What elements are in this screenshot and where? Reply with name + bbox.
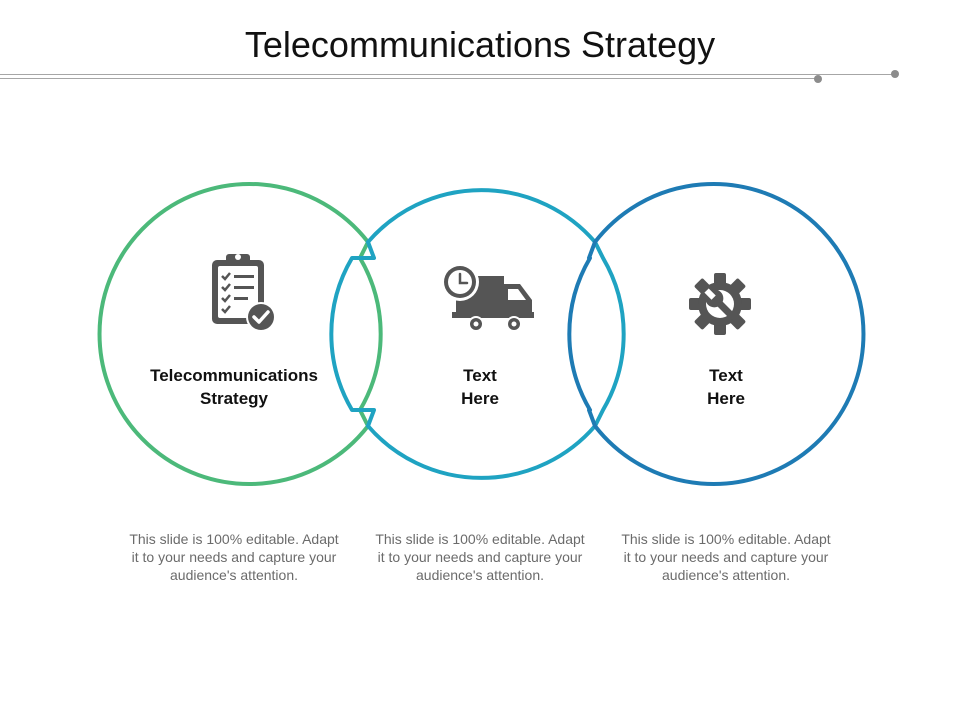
circle-2-ring <box>366 188 597 244</box>
circle-2-right-notch <box>593 241 626 427</box>
item-2-desc-line1: This slide is 100% editable. Adapt <box>375 531 585 547</box>
item-2-desc-line2: it to your needs and capture your <box>377 549 583 565</box>
item-3-description: This slide is 100% editable. Adapt it to… <box>611 530 841 584</box>
item-3-label: Text Here <box>616 364 836 410</box>
item-1-desc-line1: This slide is 100% editable. Adapt <box>129 531 339 547</box>
item-1-label: Telecommunications Strategy <box>124 364 344 410</box>
circle-2-ring-bottom <box>366 424 597 480</box>
item-2-description: This slide is 100% editable. Adapt it to… <box>365 530 595 584</box>
circle-3-left-arc <box>567 241 597 427</box>
item-1-label-line2: Strategy <box>199 389 269 408</box>
gear-wrench-icon <box>689 273 751 335</box>
header-rule-dot-right <box>891 70 899 78</box>
circle-2-left-arc <box>329 241 376 427</box>
item-1-desc-line2: it to your needs and capture your <box>131 549 337 565</box>
item-1-description: This slide is 100% editable. Adapt it to… <box>119 530 349 584</box>
circle-3-ring <box>593 182 866 486</box>
slide-title: Telecommunications Strategy <box>244 24 716 65</box>
circle-1-notch <box>358 241 383 427</box>
item-2-desc-line3: audience's attention. <box>416 567 544 583</box>
circle-1-ring <box>97 182 370 486</box>
item-3-desc-line2: it to your needs and capture your <box>623 549 829 565</box>
item-1-desc-line3: audience's attention. <box>170 567 298 583</box>
header-rule-dot-left <box>814 75 822 83</box>
item-3-label-line1: Text <box>709 366 743 385</box>
item-2-label-line2: Here <box>461 389 499 408</box>
header-rule-long <box>0 74 895 75</box>
header-rule-short <box>0 78 818 79</box>
item-3-desc-line1: This slide is 100% editable. Adapt <box>621 531 831 547</box>
item-2-label: Text Here <box>370 364 590 410</box>
delivery-truck-clock-icon <box>441 263 534 332</box>
clipboard-check-icon <box>212 254 276 332</box>
item-3-label-line2: Here <box>707 389 745 408</box>
item-2-label-line1: Text <box>463 366 497 385</box>
item-1-label-line1: Telecommunications <box>150 366 318 385</box>
item-3-desc-line3: audience's attention. <box>662 567 790 583</box>
